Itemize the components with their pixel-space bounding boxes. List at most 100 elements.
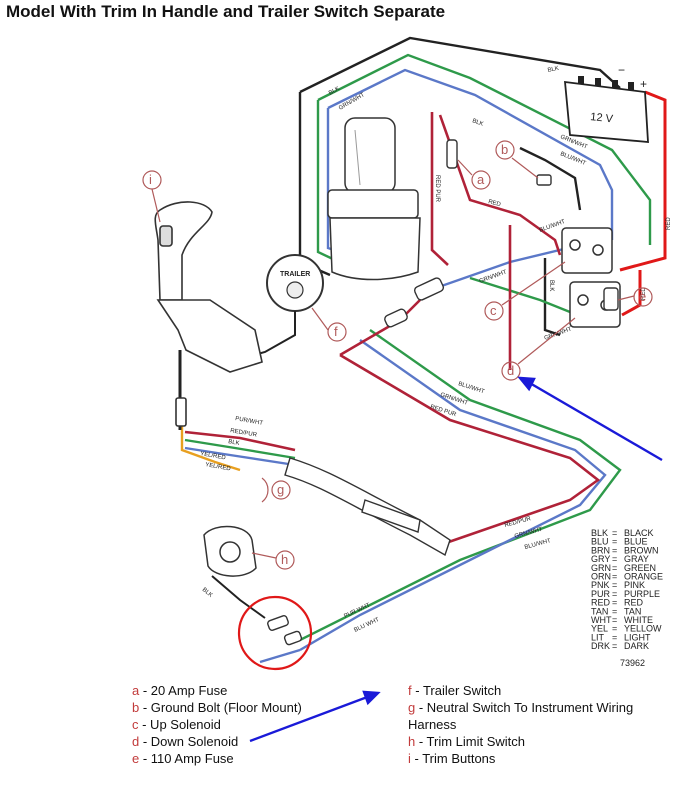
blue-arrows [249,376,663,743]
battery-plus: + [640,77,647,91]
limit-switch-lead [211,575,266,619]
black-wire-engine-top [298,92,331,277]
callout-a-leader [457,159,473,176]
legend-color-name: GRAY [624,554,649,564]
key-letter: e [132,751,140,766]
legend-color-name: YELLOW [624,624,662,634]
legend-abbr: BLK [591,528,608,538]
handle-grip [154,201,213,301]
key-letter: d [132,734,140,749]
label-yel-red-1: YEL/RED [200,451,227,461]
legend-color-name: PINK [624,580,645,590]
label-red-2: RED [666,217,672,230]
yellow-wires [180,425,241,472]
callout-f: f [334,324,338,339]
callout-b-circle [495,140,515,160]
key-letter: g [408,700,416,715]
red-wire-handle [184,430,296,452]
callouts [142,140,653,570]
pump-motor [344,117,396,194]
harness-plug [384,308,408,328]
label-red-pur-1: RED PUR [434,175,440,203]
battery: 12 V − + [563,63,649,143]
legend-equals: = [612,580,617,590]
battery-terminal-4 [628,82,634,90]
pump-reservoir [329,217,421,281]
legend-equals: = [612,554,617,564]
up-solenoid-post-1 [569,239,581,251]
arrow-head-down-solenoid [517,376,536,392]
handle-connector [175,397,187,427]
green-wire-handle [184,438,296,460]
callout-a: a [477,172,485,187]
label-pur-wht: PUR/WHT [235,416,264,427]
legend-abbr: GRY [591,554,610,564]
label-yel-red-2: YEL/RED [205,462,232,472]
key-letter: b [132,700,140,715]
callout-e-leader [617,295,635,301]
battery-red-branch [621,270,642,317]
callout-i-circle [142,170,162,190]
fuse-20-amp [446,139,458,169]
key-item-h: h - Trim Limit Switch [408,733,678,750]
key-item-b: b - Ground Bolt (Floor Mount) [132,699,302,716]
fuse-110-amp [603,287,619,311]
pump-body [327,189,419,219]
legend-abbr: PNK [591,580,610,590]
control-handle [154,201,263,430]
legend-abbr: RED [591,598,611,608]
black-wire-ground [519,146,582,211]
key-item-a: a - 20 Amp Fuse [132,682,302,699]
key-text: - Trim Buttons [410,751,496,766]
callout-d: d [507,363,514,378]
key-text: - Trailer Switch [411,683,502,698]
harness-tube-lower [361,499,421,533]
blue-wire-solenoid [429,246,569,292]
legend-equals: = [612,528,617,538]
arrow-line-down-solenoid [527,380,663,462]
red-wire-top [438,114,562,256]
callout-g-bracket [261,477,269,503]
yellow-wire-handle [180,425,241,472]
legend-equals: = [612,563,617,573]
black-wire-solenoid-link [543,258,561,337]
battery-minus: − [618,63,625,77]
label-grn-wht-6: GRN/WHT [514,527,544,540]
legend-equals: = [612,572,617,582]
key-text: - Neutral Switch To Instrument Wiring Ha… [408,700,634,732]
trailer-switch-button [286,281,304,299]
callout-e: e [639,289,646,304]
callout-e-circle [633,287,653,307]
limit-plug-2 [283,630,303,646]
down-solenoid-post-1 [577,294,589,306]
callout-h-circle [275,550,295,570]
trim-limit-switch [203,525,266,619]
key-item-f: f - Trailer Switch [408,682,678,699]
blue-wire-limit [259,648,301,664]
trailer-plug [413,277,445,301]
blue-wire-handle [184,446,296,467]
fuses [446,139,619,311]
legend-abbr: TAN [591,606,608,616]
label-blk-3: BLK [471,118,484,128]
legend-abbr: LIT [591,632,605,642]
legend-equals: = [612,537,617,547]
callout-d-leader [517,317,576,365]
callout-h-leader [251,552,277,559]
limit-switch-highlight-circle [237,595,313,671]
battery-terminal-2 [595,78,601,86]
callout-i: i [149,172,152,187]
callout-f-leader [311,307,329,331]
green-wire-harness [299,329,622,642]
key-text: - 20 Amp Fuse [139,683,228,698]
label-blu-wht-1: BLU/WHT [559,151,587,167]
callout-a-circle [471,170,491,190]
label-red-pur-3: RED/PUR [230,428,258,439]
legend-equals: = [612,545,617,555]
legend-abbr: GRN [591,563,611,573]
key-text: - Ground Bolt (Floor Mount) [139,700,302,715]
legend-color-name: BROWN [624,545,659,555]
callout-g: g [277,482,284,497]
